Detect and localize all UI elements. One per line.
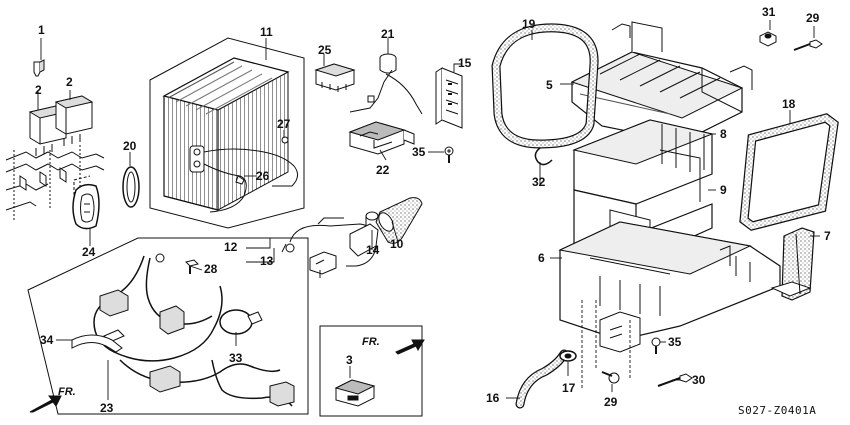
callout-23: 23 [100,401,114,415]
inset-box-part-3 [319,325,423,417]
screw-part-35-left [444,146,454,163]
callout-22: 22 [376,163,390,177]
relay-clip-part-1 [33,59,45,77]
fr-arrow-left [29,395,62,413]
bolt-part-28 [185,259,199,274]
hose-part-14 [349,211,379,257]
callout-2a: 2 [35,83,42,97]
callout-19: 19 [522,17,536,31]
grommet-part-20 [122,166,140,208]
callout-30: 30 [692,373,706,387]
screw-part-29-bottom [601,371,620,384]
callout-33: 33 [229,351,243,365]
bolt-part-30 [657,373,693,387]
harness-group-outline [27,237,309,415]
clamp-part-33 [219,309,263,335]
callout-11: 11 [260,25,273,39]
callout-9: 9 [720,183,727,197]
filter-part-10 [375,197,423,244]
callout-7: 7 [824,229,831,243]
callout-8: 8 [720,127,727,141]
callout-5: 5 [546,78,553,92]
callout-35a: 35 [412,145,426,159]
switch-part-22 [348,121,415,155]
callout-28: 28 [204,262,218,276]
callout-13: 13 [260,254,274,268]
thermostat-part-21 [349,53,423,115]
callout-6: 6 [538,251,545,265]
callout-18: 18 [782,97,796,111]
upper-housing-part-5 [570,21,753,143]
callout-34: 34 [40,333,54,347]
callout-21: 21 [381,27,395,41]
drain-hose-part-16 [515,349,569,409]
expansion-valve [309,251,337,278]
callout-20: 20 [123,139,137,153]
lower-housing-part-6 [558,221,781,353]
leader-lines [37,20,820,400]
bracket-part-15 [435,67,463,129]
direction-label-left: FR. [58,386,76,398]
fr-arrow-right [395,339,425,355]
wire-harness-part-23 [93,253,295,407]
callout-15: 15 [458,56,472,70]
callout-1: 1 [38,23,45,37]
screw-part-29-top [793,39,823,51]
callout-32: 32 [532,175,546,189]
callout-29a: 29 [806,11,820,25]
cover-part-7 [770,227,815,301]
relay-part-2b [54,95,94,146]
middle-housing-part-8 [572,119,714,205]
evaporator-core-part-11 [149,37,305,229]
direction-label-right: FR. [362,336,380,348]
clip-part-32 [534,147,553,166]
callout-10: 10 [390,237,404,251]
callout-12: 12 [224,240,238,254]
nut-part-31 [759,31,777,47]
callout-31: 31 [762,5,776,19]
callout-25: 25 [318,43,332,57]
callout-35b: 35 [668,335,682,349]
callout-3: 3 [346,353,353,367]
callout-14: 14 [366,243,380,257]
callout-17: 17 [562,381,576,395]
callout-27: 27 [277,117,291,131]
callout-29b: 29 [604,395,618,409]
screw-part-35-right [651,337,661,354]
callout-26: 26 [256,169,270,183]
seal-part-18 [739,113,839,231]
grommet-part-17 [559,350,577,362]
grommet-part-24 [72,183,100,230]
callout-2b: 2 [66,75,73,89]
seal-part-19 [491,23,599,149]
callout-24: 24 [82,245,96,259]
drawing-code: S027-Z0401A [738,404,817,417]
connector-part-25 [314,63,356,92]
tie-part-34 [71,334,123,353]
callout-16: 16 [486,391,500,405]
